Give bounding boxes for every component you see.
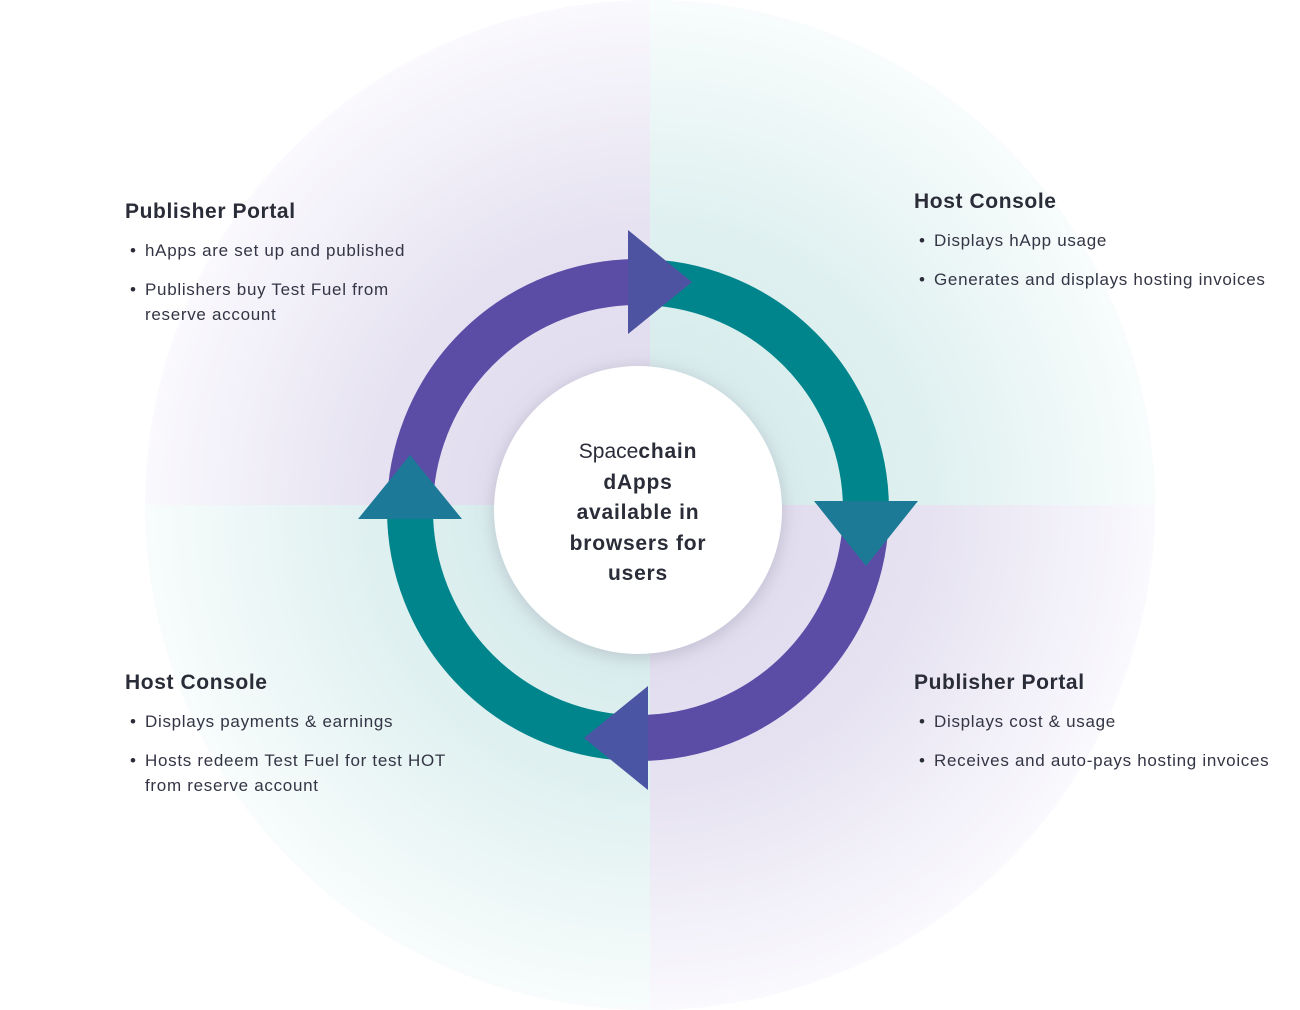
center-circle <box>494 366 782 654</box>
quadrant-top-right: Host Console Displays hApp usage Generat… <box>914 190 1299 306</box>
quadrant-bottom-right-bg <box>650 505 1155 1010</box>
bullet-item: Hosts redeem Test Fuel for test HOT from… <box>125 748 455 798</box>
bullet-item: Publishers buy Test Fuel from reserve ac… <box>125 277 455 327</box>
quadrant-bottom-right: Publisher Portal Displays cost & usage R… <box>914 671 1299 787</box>
arc-bottom-right <box>637 509 889 761</box>
arc-top-left <box>387 259 639 511</box>
center-line: available in <box>576 501 700 524</box>
quadrant-title: Publisher Portal <box>914 671 1085 694</box>
bullet-item: Displays payments & earnings <box>125 709 455 734</box>
bullet-item: Displays hApp usage <box>914 228 1299 253</box>
arrowhead-right <box>814 501 918 566</box>
quadrant-title: Host Console <box>125 671 268 694</box>
bullet-list: Displays cost & usage Receives and auto-… <box>914 709 1299 773</box>
quadrant-title: Host Console <box>914 190 1057 213</box>
brand-name-light: Space <box>578 440 639 463</box>
center-line: browsers for <box>569 531 707 555</box>
quadrant-title: Publisher Portal <box>125 200 296 223</box>
bullet-item: Receives and auto-pays hosting invoices <box>914 748 1299 773</box>
bullet-list: Displays payments & earnings Hosts redee… <box>125 709 455 798</box>
bullet-item: Displays cost & usage <box>914 709 1299 734</box>
bullet-list: hApps are set up and published Publisher… <box>125 238 455 327</box>
quadrant-bottom-left: Host Console Displays payments & earning… <box>125 671 455 812</box>
brand-name: Spacechain <box>538 437 738 468</box>
bullet-list: Displays hApp usage Generates and displa… <box>914 228 1299 292</box>
center-line: users <box>607 562 669 585</box>
bullet-item: Generates and displays hosting invoices <box>914 267 1299 292</box>
arc-top-right <box>637 259 889 511</box>
bullet-item: hApps are set up and published <box>125 238 455 263</box>
center-label: Spacechain dApps available in browsers f… <box>538 437 738 590</box>
arc-bottom-left <box>387 509 639 761</box>
arrowhead-left <box>358 455 462 519</box>
arrowhead-bottom <box>584 686 648 790</box>
quadrant-top-left: Publisher Portal hApps are set up and pu… <box>125 200 455 341</box>
brand-name-bold: chain <box>638 440 698 463</box>
center-line: dApps <box>603 470 673 494</box>
arrowhead-top <box>628 230 692 334</box>
quadrant-top-right-bg <box>650 0 1155 505</box>
